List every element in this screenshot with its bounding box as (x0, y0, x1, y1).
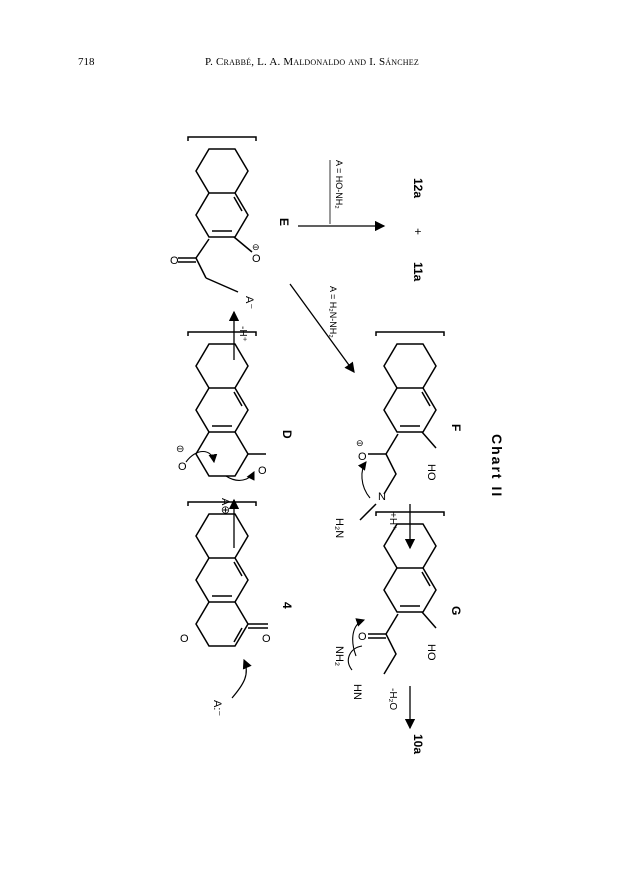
arrow-label-hydroxylamine: A = HO-NH₂ (334, 160, 344, 209)
arrow-label-hydrazine: A = H₂N-NH₂ (328, 286, 338, 338)
compound-label-12a: 12a (411, 178, 425, 198)
atom-o-enolate: O (178, 461, 187, 473)
compound-label-g: G (449, 606, 463, 615)
atom-ho-g: HO (425, 644, 437, 661)
arrow-to-f (289, 283, 355, 374)
atom-o-ketone: O (170, 255, 179, 267)
charge-minus-phenoxide: ⊖ (252, 242, 260, 252)
arrow-label-plus-h: +H⁺ (387, 512, 398, 530)
plus-sign: + (411, 228, 425, 235)
a-minus-label: A⁻ (243, 296, 255, 309)
atom-o-carbonyl: O (180, 633, 189, 645)
atom-nh2-g: NH₂ (333, 646, 345, 666)
atom-hn-g: HN (351, 684, 363, 700)
atom-ho-f: HO (425, 464, 437, 481)
compound-label-e: E (277, 218, 291, 226)
atom-o-f: O (358, 451, 367, 463)
running-head-authors: P. Crabbé, L. A. Maldonaldo and I. Sánch… (205, 56, 419, 68)
atom-n-f: N (378, 491, 386, 503)
charge-minus-f: ⊖ (356, 438, 364, 448)
compound-d: O ⊖ O A⊕ D (176, 331, 294, 515)
compound-label-f: F (449, 424, 463, 431)
compound-label-4: 4 (280, 602, 294, 609)
arrow-label-minus-h: -H⁺ (237, 326, 248, 342)
atom-o-g: O (358, 631, 367, 643)
compound-label-10a: 10a (411, 734, 425, 754)
a-plus-label: A⊕ (219, 498, 231, 515)
compound-g: O HO NH₂ HN G (333, 511, 463, 700)
atom-h2n-f: H₂N (333, 518, 345, 538)
charge-minus-d: ⊖ (176, 444, 184, 455)
chart-caption: Chart II (489, 434, 505, 498)
arrow-label-minus-h2o: -H₂O (387, 688, 398, 710)
compound-label-11a: 11a (411, 262, 425, 282)
atom-o-ring-d: O (258, 465, 267, 477)
compound-f: O ⊖ HO N H₂N F (333, 331, 463, 538)
compound-ring-opened: O O ⊖ A⁻ (170, 136, 261, 309)
atom-o-phenoxide: O (252, 253, 261, 265)
compound-label-d: D (280, 430, 294, 439)
page-number: 718 (78, 56, 95, 68)
compound-4: O O A:⁻ 4 (180, 501, 294, 716)
atom-o-ring: O (262, 633, 271, 645)
nucleophile-label: A:⁻ (211, 700, 223, 716)
